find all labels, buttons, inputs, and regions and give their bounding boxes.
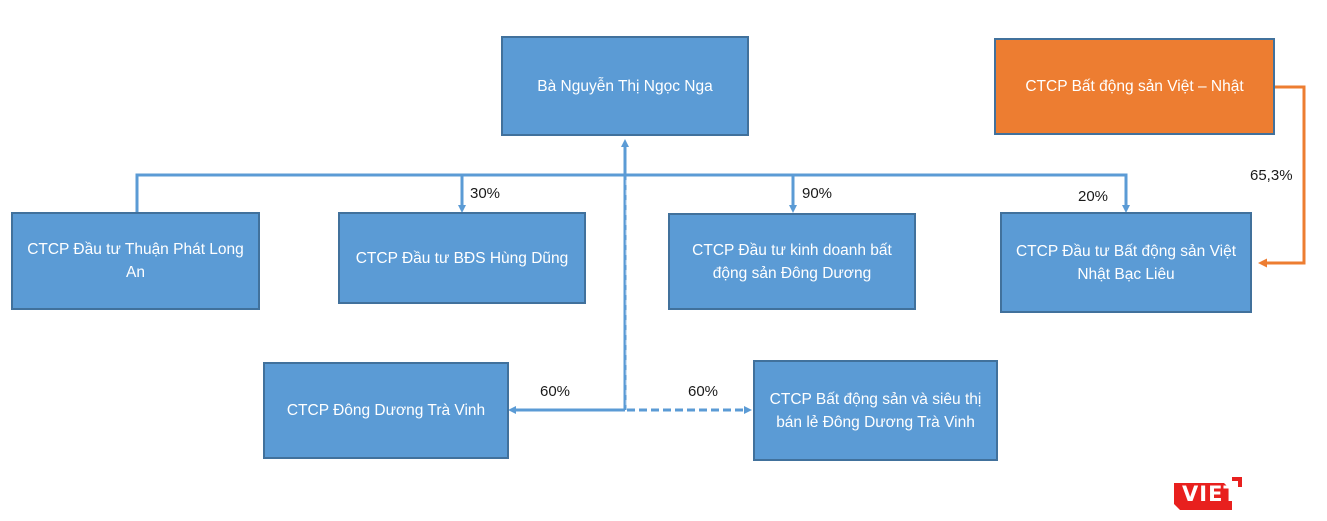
logo-text: VIET <box>1182 482 1239 506</box>
node-viet-nhat: CTCP Bất động sản Việt – Nhật <box>994 38 1275 135</box>
node-root: Bà Nguyễn Thị Ngọc Nga <box>501 36 749 136</box>
node-dong-duong: CTCP Đầu tư kinh doanh bất động sản Đông… <box>668 213 916 310</box>
node-hung-dung: CTCP Đầu tư BĐS Hùng Dũng <box>338 212 586 304</box>
viet-logo: VIET <box>1174 477 1242 510</box>
node-bac-lieu: CTCP Đầu tư Bất động sản Việt Nhật Bạc L… <box>1000 212 1252 313</box>
edge-label-dong-duong: 90% <box>802 185 833 202</box>
node-tra-vinh: CTCP Đông Dương Trà Vinh <box>263 362 509 459</box>
edge-label-sieu-thi: 60% <box>688 383 719 400</box>
edge-label-viet-nhat: 65,3% <box>1250 167 1293 184</box>
node-sieu-thi: CTCP Bất động sản và siêu thị bán lẻ Đôn… <box>753 360 998 461</box>
edge-label-hung-dung: 30% <box>470 185 501 202</box>
node-thuan-phat: CTCP Đầu tư Thuận Phát Long An <box>11 212 260 310</box>
edge-label-tra-vinh: 60% <box>540 383 571 400</box>
edge-label-bac-lieu: 20% <box>1078 188 1109 205</box>
